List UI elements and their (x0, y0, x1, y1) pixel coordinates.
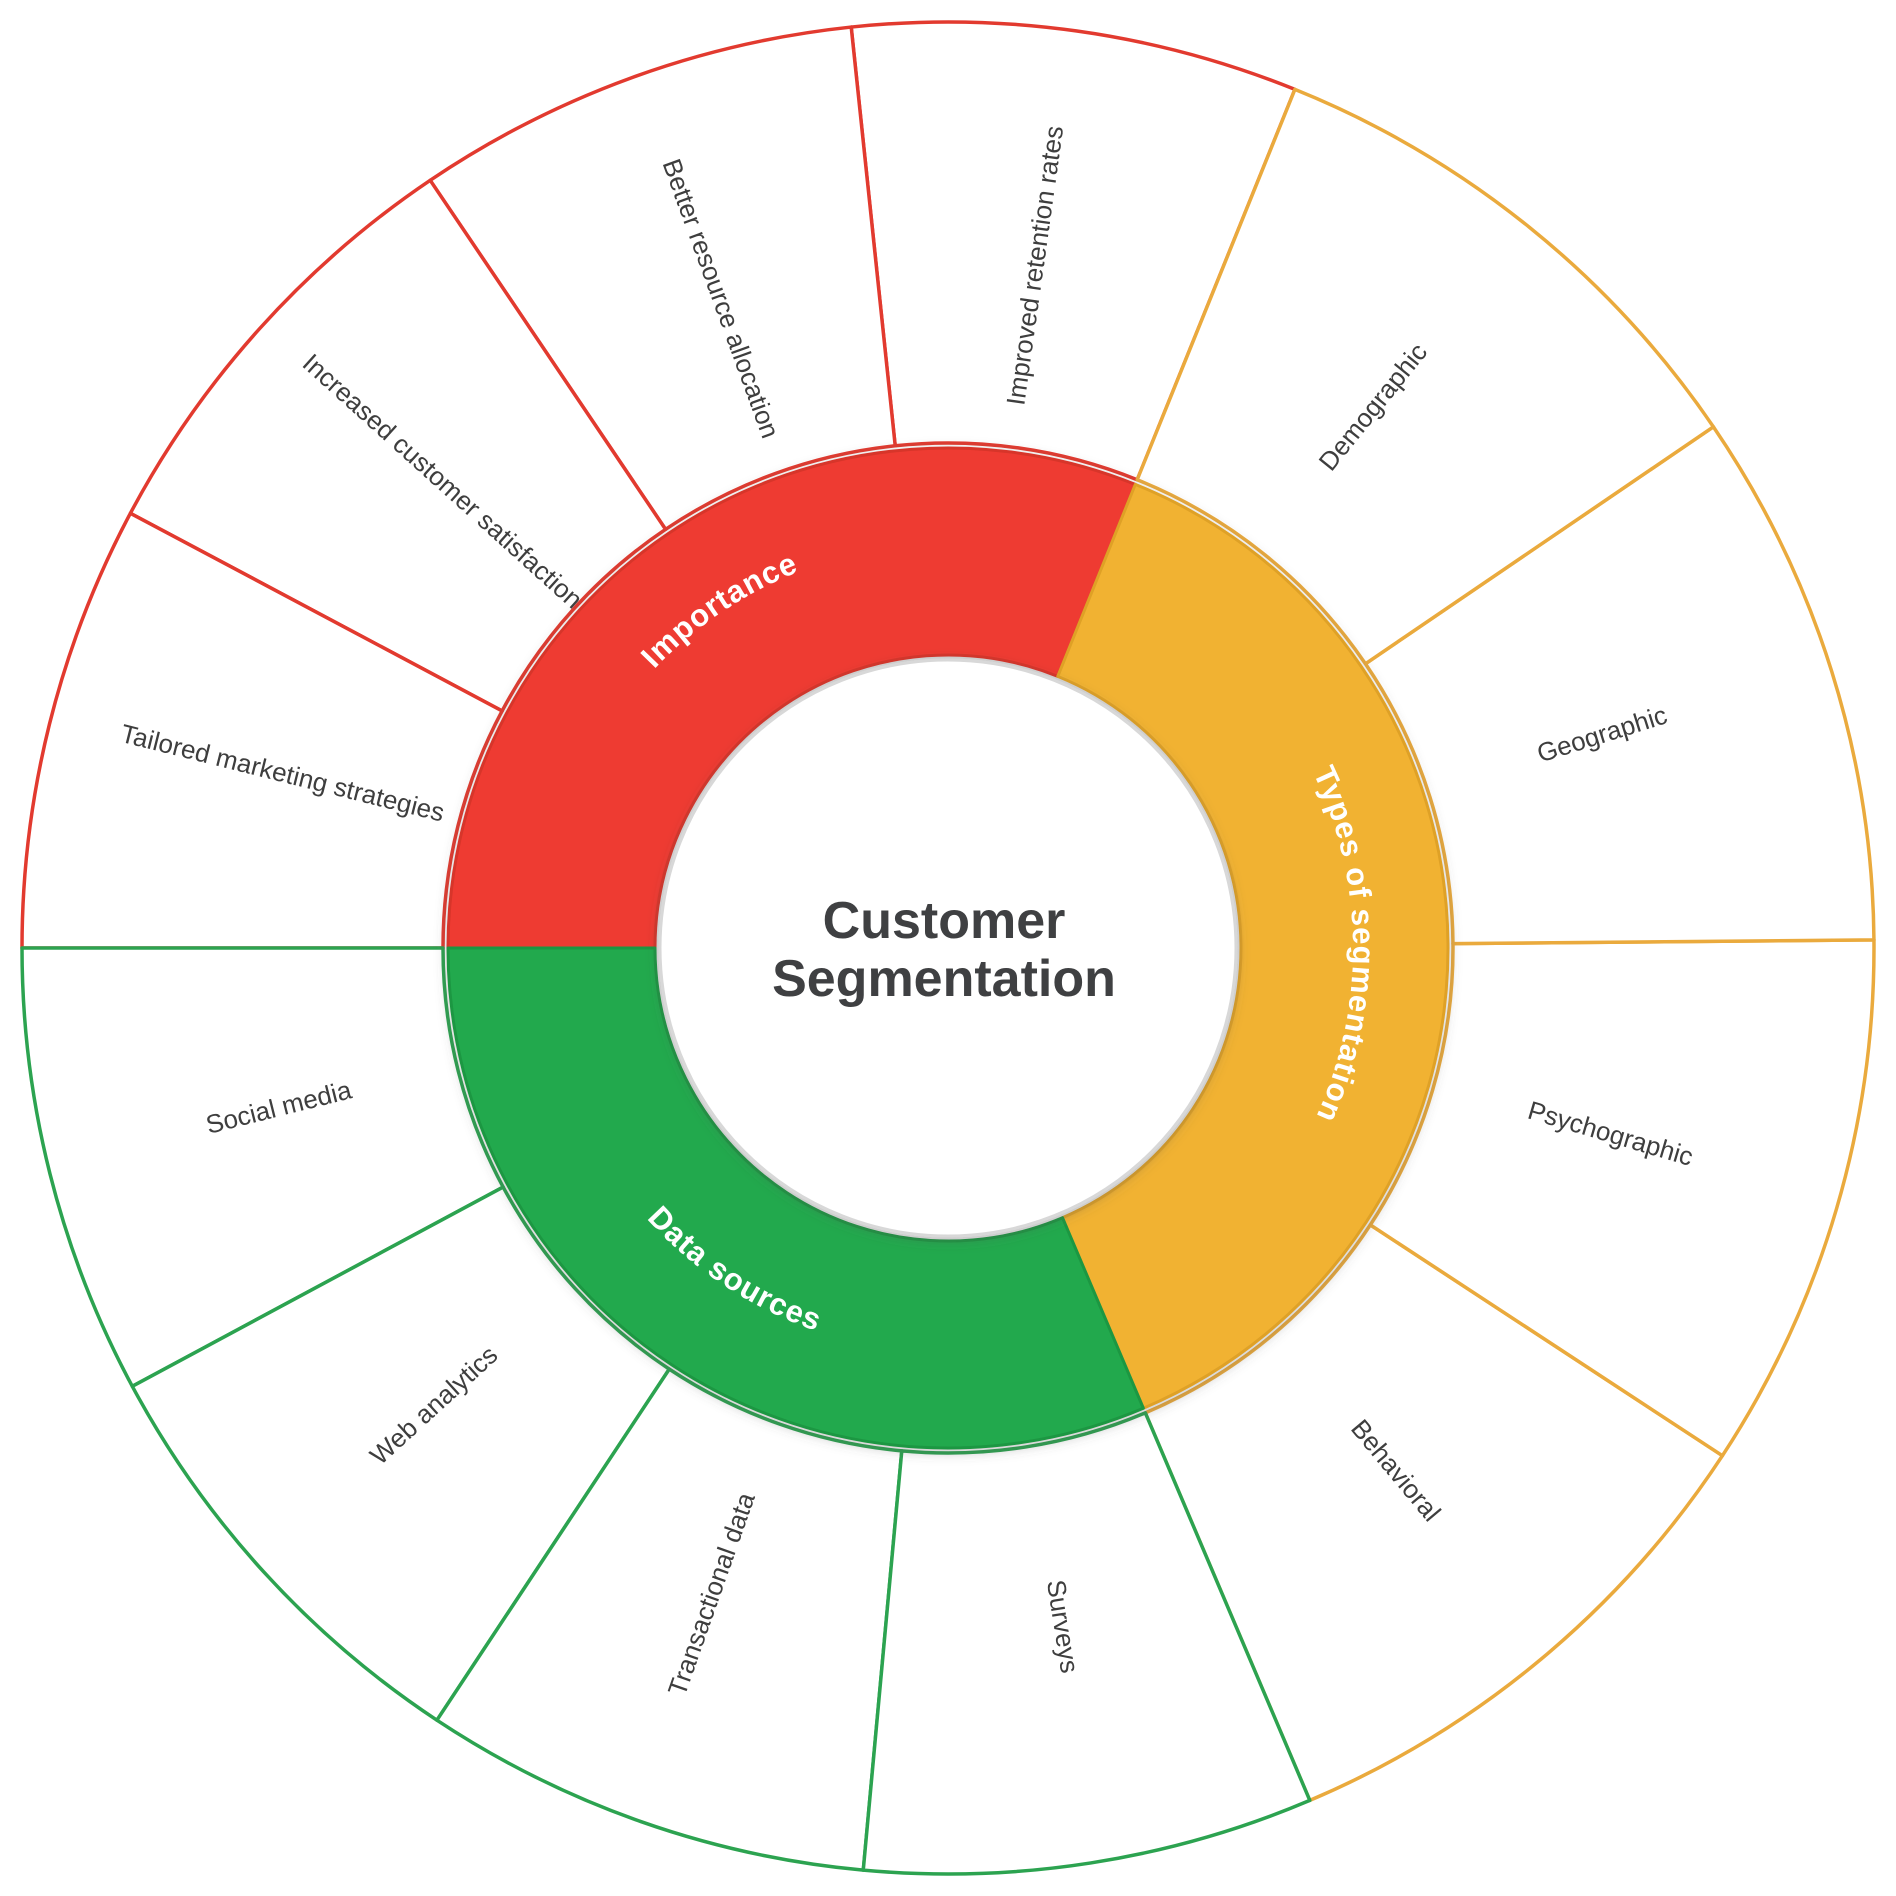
segment-social-media[interactable] (20, 946, 505, 1389)
segment-geographic[interactable] (1363, 425, 1876, 946)
segment-demographic[interactable] (1135, 87, 1716, 666)
segment-behavioral[interactable] (1143, 1223, 1725, 1803)
sector-types-of-segmentation[interactable] (1056, 482, 1450, 1410)
segment-psychographic[interactable] (1368, 938, 1876, 1458)
center-title-line2: Segmentation (772, 950, 1116, 1008)
segment-surveys[interactable] (861, 1411, 1312, 1876)
segment-transactional-data[interactable] (435, 1367, 904, 1872)
segment-web-analytics[interactable] (130, 1185, 672, 1722)
sector-ring-layer (446, 446, 1450, 1450)
sector-data-sources[interactable] (446, 946, 1145, 1450)
sector-importance[interactable] (446, 446, 1137, 950)
center-node[interactable] (658, 658, 1238, 1238)
leaf-segments-layer (20, 20, 1876, 1876)
center-title-line1: Customer (823, 892, 1066, 950)
